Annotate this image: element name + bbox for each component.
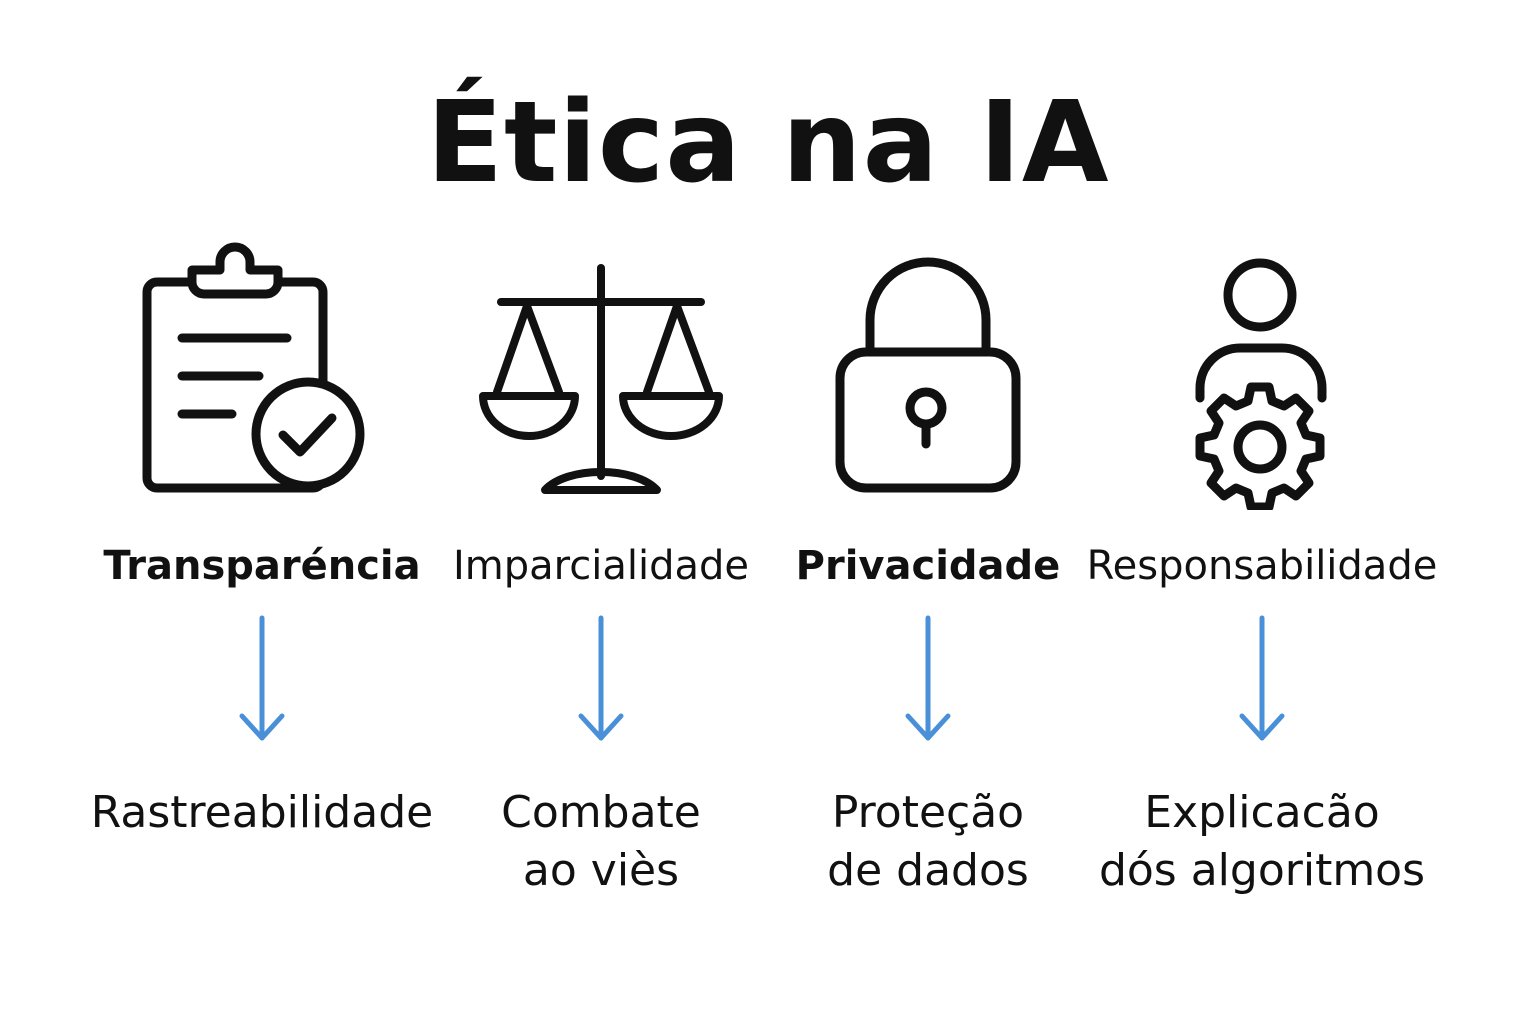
- pillar-result: Rastreabilidade: [91, 784, 433, 842]
- clipboard-check-icon: [132, 240, 392, 510]
- pillar-label: Imparcialidade: [453, 543, 749, 589]
- scales-of-justice-icon: [471, 240, 731, 510]
- down-arrow-icon: [571, 612, 631, 748]
- down-arrow-icon: [1232, 612, 1292, 748]
- result-line: Combate: [501, 787, 701, 838]
- result-line: ao viès: [522, 845, 680, 896]
- result-line: Rastreabilidade: [90, 787, 434, 838]
- result-line: Proteção: [831, 787, 1025, 838]
- person-gear-icon: [1132, 240, 1392, 510]
- pillar-result: Combate ao viès: [501, 784, 701, 900]
- pillar-result: Explicacão dós algoritmos: [1099, 784, 1425, 900]
- result-line: de dados: [827, 845, 1029, 896]
- pillar-label: Privacidade: [795, 543, 1061, 589]
- result-line: Explicacão: [1144, 787, 1380, 838]
- down-arrow-icon: [232, 612, 292, 748]
- down-arrow-icon: [898, 612, 958, 748]
- pillar-result: Proteção de dados: [827, 784, 1029, 900]
- pillar-label: Transparéncia: [103, 543, 421, 589]
- padlock-icon: [798, 240, 1058, 510]
- result-line: dós algoritmos: [1098, 845, 1426, 896]
- page-title: Ética na IA: [426, 78, 1110, 208]
- pillar-label: Responsabilidade: [1086, 543, 1438, 589]
